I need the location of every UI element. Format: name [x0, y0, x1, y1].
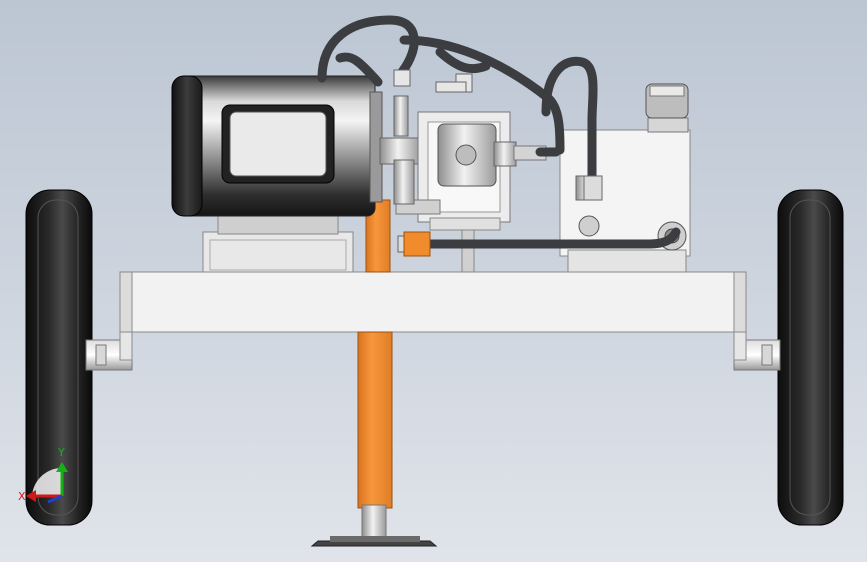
left-wheel [25, 189, 133, 526]
y-axis-label: Y [58, 446, 65, 459]
orange-bracket [403, 231, 431, 257]
motor-mount [202, 209, 354, 273]
hydraulic-hoses [317, 15, 681, 249]
right-wheel [733, 189, 844, 526]
frame-crossbar [119, 271, 747, 361]
x-axis-label: X [18, 490, 26, 503]
electric-motor [171, 75, 383, 217]
support-post [310, 199, 438, 547]
z-axis-arrow [47, 494, 63, 504]
coordinate-triad [26, 462, 68, 504]
